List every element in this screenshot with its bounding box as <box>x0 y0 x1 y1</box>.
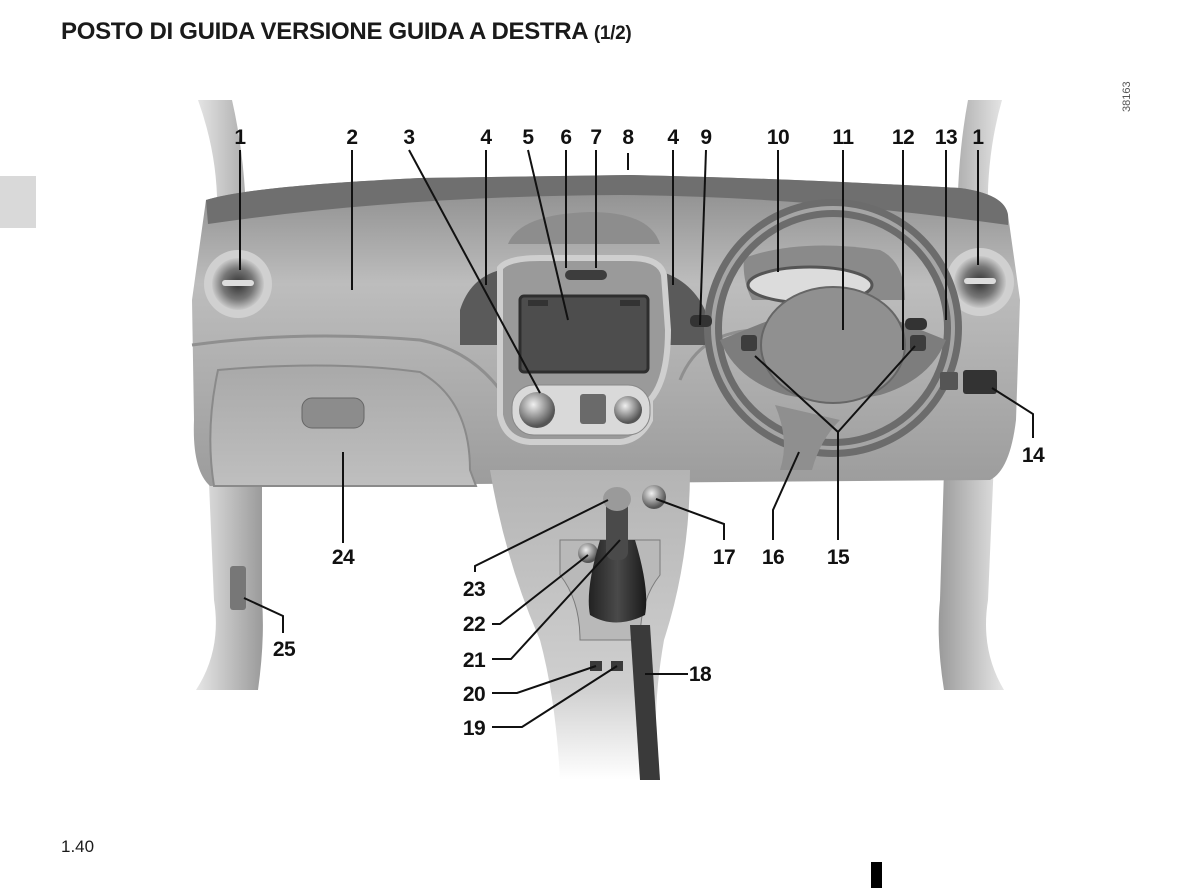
callout-25: 25 <box>273 638 296 661</box>
callout-7: 7 <box>590 126 601 149</box>
callout-1-left: 1 <box>234 126 246 149</box>
callout-11: 11 <box>832 126 854 149</box>
callout-21: 21 <box>463 649 486 672</box>
climate-knob-left <box>519 392 555 428</box>
callout-10: 10 <box>767 126 789 149</box>
gear-boot <box>588 540 647 623</box>
page-edge-marker <box>871 862 882 888</box>
callout-12: 12 <box>892 126 914 149</box>
callout-19: 19 <box>463 717 485 740</box>
climate-knob-right <box>614 396 642 424</box>
parking-brake <box>630 625 660 780</box>
title-part: (1/2) <box>593 23 632 44</box>
callout-8: 8 <box>622 126 634 149</box>
callout-4-left: 4 <box>480 126 492 149</box>
callout-5: 5 <box>522 126 534 149</box>
title-text: POSTO DI GUIDA VERSIONE GUIDA A DESTRA <box>61 18 588 45</box>
callout-13: 13 <box>935 126 957 149</box>
callout-4-right: 4 <box>667 126 679 149</box>
dashboard-top <box>206 175 1008 225</box>
steering-column <box>775 405 840 470</box>
mirror-switches <box>963 370 997 394</box>
callout-6: 6 <box>560 126 571 149</box>
callout-17: 17 <box>713 546 735 569</box>
right-stalk <box>905 318 927 330</box>
console-button-17 <box>642 485 666 509</box>
central-vent-left <box>460 270 500 345</box>
callout-22: 22 <box>463 613 485 636</box>
callout-16: 16 <box>762 546 784 569</box>
page-number: 1.40 <box>61 837 95 856</box>
callout-labels: 1 2 3 4 5 6 7 8 4 9 10 11 12 13 1 14 15 … <box>234 126 1045 740</box>
glovebox-handle <box>301 397 365 429</box>
multimedia-screen <box>518 294 650 374</box>
section-tab <box>0 176 36 228</box>
callout-24: 24 <box>332 546 355 569</box>
gear-knob <box>603 487 631 511</box>
callout-18: 18 <box>689 663 712 686</box>
airbag-horn <box>760 286 906 404</box>
callout-leaders <box>239 149 1034 728</box>
callout-3: 3 <box>403 126 414 149</box>
callout-15: 15 <box>827 546 850 569</box>
callout-1-right: 1 <box>972 126 984 149</box>
callout-23: 23 <box>463 578 485 601</box>
callout-14: 14 <box>1022 444 1045 467</box>
callout-2: 2 <box>346 126 357 149</box>
page-title: POSTO DI GUIDA VERSIONE GUIDA A DESTRA (… <box>61 18 632 46</box>
gear-lever <box>606 500 628 560</box>
top-display <box>508 212 660 244</box>
callout-20: 20 <box>463 683 485 706</box>
bonnet-release <box>230 566 246 610</box>
hazard-switch <box>565 270 607 280</box>
callout-9: 9 <box>700 126 711 149</box>
